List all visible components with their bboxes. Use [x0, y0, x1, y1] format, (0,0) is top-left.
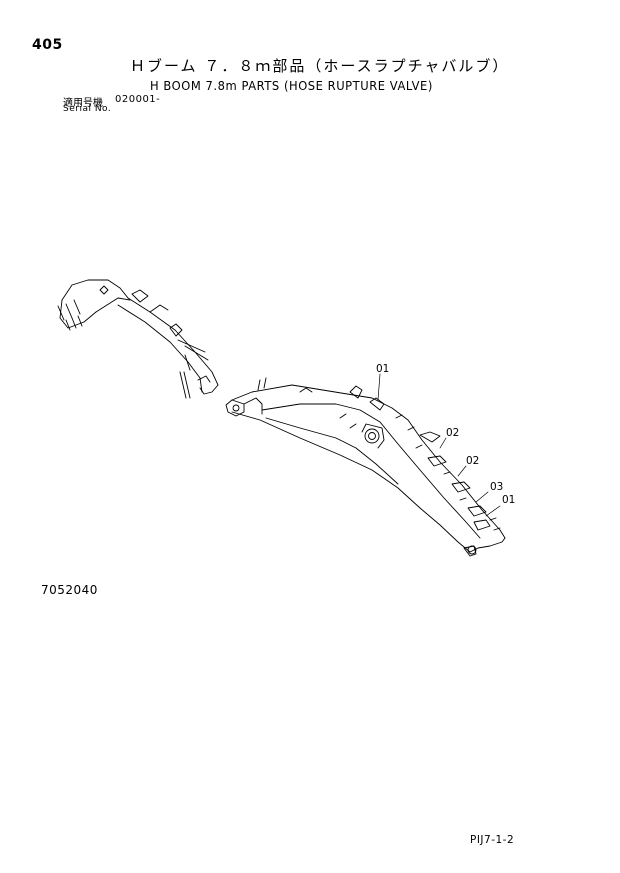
callout-label: 02 — [466, 455, 479, 467]
title-japanese: Ｈブーム ７．８ｍ部品（ホースラプチャバルブ） — [130, 57, 510, 75]
serial-label-japanese: 適用号機 — [63, 98, 103, 109]
serial-number-value: 020001- — [115, 94, 161, 105]
callout-label: 02 — [446, 427, 459, 439]
drawing-number: 7052040 — [41, 583, 98, 597]
serial-label-english: Serial No. — [63, 104, 112, 114]
boom-main-illustration — [225, 377, 506, 557]
page-number: 405 — [32, 37, 63, 53]
page-code: PIJ7-1-2 — [470, 834, 515, 846]
callout-leaders — [377, 373, 501, 517]
title-english: H BOOM 7.8m PARTS (HOSE RUPTURE VALVE) — [150, 78, 433, 93]
callout-label: 03 — [490, 481, 503, 493]
boom-overview-illustration — [57, 279, 219, 399]
callout-label: 01 — [502, 494, 515, 506]
callout-label: 01 — [376, 363, 389, 375]
